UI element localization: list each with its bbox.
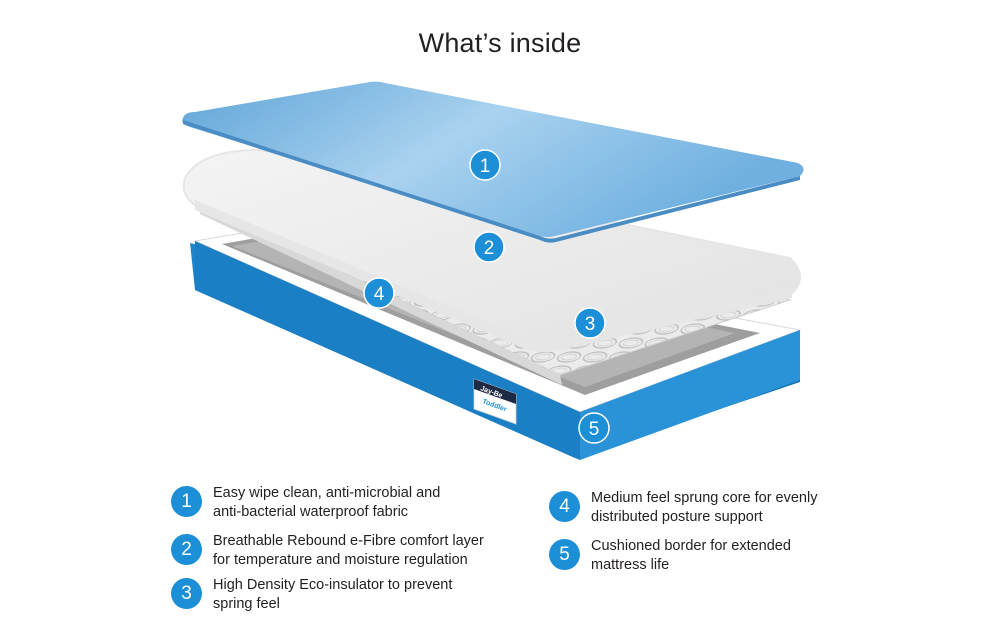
feature-description: Breathable Rebound e-Fibre comfort layer… [213,533,484,568]
feature-number-badge: 5 [549,539,580,570]
svg-text:3: 3 [585,314,596,335]
page-title: What’s inside [418,28,582,58]
feature-number-badge: 3 [171,578,202,609]
badge-3: 3 [574,307,606,339]
feature-item-1: 1 Easy wipe clean, anti-microbial and an… [171,484,501,522]
mattress-layers-illustration: Jay-Be Toddler 1 2 3 4 5 [182,81,804,460]
badge-2: 2 [473,231,505,263]
feature-description: Cushioned border for extended mattress l… [591,538,791,573]
brand-tag: Jay-Be Toddler [473,378,517,425]
badge-1: 1 [469,149,501,181]
feature-number-badge: 2 [171,534,202,565]
svg-text:1: 1 [480,156,491,177]
feature-description: High Density Eco-insulator to prevent sp… [213,577,453,612]
feature-item-4: 4 Medium feel sprung core for evenly dis… [549,489,869,527]
svg-text:2: 2 [484,238,495,259]
feature-item-3: 3 High Density Eco-insulator to prevent … [171,576,501,614]
feature-item-2: 2 Breathable Rebound e-Fibre comfort lay… [171,532,531,570]
svg-text:4: 4 [374,284,385,305]
svg-text:5: 5 [589,419,600,440]
badge-5: 5 [578,412,610,444]
feature-number-badge: 4 [549,491,580,522]
feature-item-5: 5 Cushioned border for extended mattress… [549,537,869,575]
feature-description: Medium feel sprung core for evenly distr… [591,490,818,525]
feature-number-badge: 1 [171,486,202,517]
feature-description: Easy wipe clean, anti-microbial and anti… [213,485,441,520]
badge-4: 4 [363,277,395,309]
